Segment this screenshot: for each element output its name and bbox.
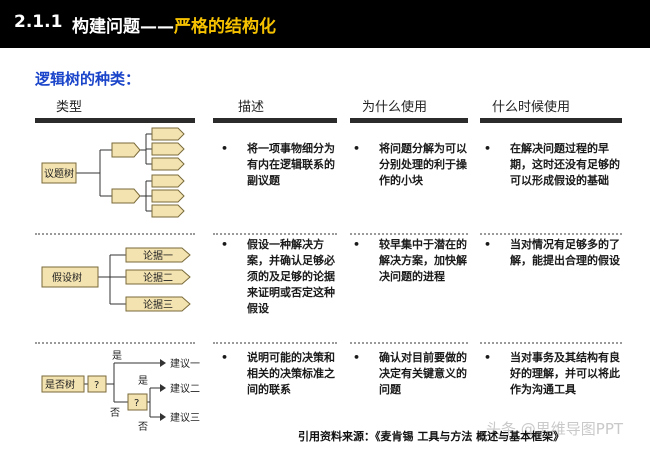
title-part-1: 构建问题—— <box>72 17 174 37</box>
row3-why: • 确认对目前要做的决定有关键意义的问题 <box>353 350 469 398</box>
outcome-label-3: 建议三 <box>170 411 200 424</box>
row-divider <box>350 342 468 344</box>
issue-tree-label: 议题树 <box>44 167 74 180</box>
outcome-label-2: 建议二 <box>170 382 200 395</box>
decision-mark: ? <box>94 380 99 391</box>
watermark: 头条 @思维导图PPT <box>486 420 624 438</box>
row2-description: • 假设一种解决方案，并确认足够必须的及足够的论据来证明或否定这种假设 <box>221 237 335 317</box>
when-text: 当对情况有足够多的了解，能提出合理的假设 <box>510 238 620 267</box>
yesno-root-box <box>41 375 85 393</box>
when-text: 在解决问题过程的早期，这时还没有足够的可以形成假设的基础 <box>510 142 620 187</box>
row-divider <box>480 233 622 235</box>
column-header-type: 类型 <box>56 100 83 115</box>
column-header-description: 描述 <box>238 100 265 115</box>
subtitle: 逻辑树的种类： <box>35 70 141 88</box>
issue-leaf <box>151 157 185 171</box>
evidence-box <box>125 269 191 285</box>
why-text: 将问题分解为可以分别处理的利于操作的小块 <box>379 142 467 187</box>
description-text: 说明可能的决策和相关的决策标准之间的联系 <box>247 351 335 396</box>
bullet: • <box>353 238 361 251</box>
bullet: • <box>221 142 229 155</box>
issue-leaf <box>151 142 185 156</box>
header-rule-3 <box>350 118 468 123</box>
issue-leaf <box>151 127 185 141</box>
yes-label: 是 <box>112 350 122 362</box>
decision-mark: ? <box>134 398 139 409</box>
bullet: • <box>484 238 492 251</box>
title-part-2: 严格的结构化 <box>174 17 276 37</box>
row-divider <box>213 233 337 235</box>
issue-leaf <box>151 189 185 203</box>
bullet: • <box>221 351 229 364</box>
section-number: 2.1.1 <box>14 12 63 32</box>
evidence-label-1: 论据一 <box>143 249 173 262</box>
header-rule-2 <box>213 118 337 123</box>
source-citation: 引用资料来源：《麦肯锡 工具与方法 概述与基本框架》 <box>298 430 565 443</box>
row1-description: • 将一项事物细分为有内在逻辑联系的副议题 <box>221 141 335 189</box>
bullet: • <box>353 351 361 364</box>
page-title: 构建问题——严格的结构化 <box>72 12 276 37</box>
bullet: • <box>353 142 361 155</box>
evidence-box <box>125 247 191 263</box>
bullet: • <box>484 351 492 364</box>
issue-leaf <box>151 204 185 218</box>
evidence-label-2: 论据二 <box>143 271 173 284</box>
no-label: 否 <box>110 407 120 419</box>
row3-when: • 当对事务及其结构有良好的理解，并可以将此作为沟通工具 <box>484 350 622 398</box>
row-divider <box>480 342 622 344</box>
row-divider <box>35 233 195 235</box>
evidence-label-3: 论据三 <box>143 298 173 311</box>
row3-description: • 说明可能的决策和相关的决策标准之间的联系 <box>221 350 335 398</box>
evidence-box <box>125 296 191 312</box>
row1-when: • 在解决问题过程的早期，这时还没有足够的可以形成假设的基础 <box>484 141 622 189</box>
yesno-tree-label: 是否树 <box>45 378 75 391</box>
outcome-label-1: 建议一 <box>170 357 200 370</box>
row2-why: • 较早集中于潜在的解决方案，加快解决问题的进程 <box>353 237 469 285</box>
bullet: • <box>484 142 492 155</box>
why-text: 较早集中于潜在的解决方案，加快解决问题的进程 <box>379 238 467 283</box>
row-divider <box>213 342 337 344</box>
issue-leaf <box>151 174 185 188</box>
row-divider <box>350 233 468 235</box>
row1-why: • 将问题分解为可以分别处理的利于操作的小块 <box>353 141 469 189</box>
title-bar: 2.1.1 构建问题——严格的结构化 <box>0 0 650 48</box>
description-text: 假设一种解决方案，并确认足够必须的及足够的论据来证明或否定这种假设 <box>247 238 335 315</box>
why-text: 确认对目前要做的决定有关键意义的问题 <box>379 351 467 396</box>
when-text: 当对事务及其结构有良好的理解，并可以将此作为沟通工具 <box>510 351 620 396</box>
issue-subnode <box>111 142 141 158</box>
column-header-when: 什么时候使用 <box>492 100 571 115</box>
hypothesis-root-box <box>41 266 99 288</box>
row2-when: • 当对情况有足够多的了解，能提出合理的假设 <box>484 237 622 269</box>
decision-box <box>87 375 107 393</box>
header-rule-4 <box>480 118 622 123</box>
bullet: • <box>221 238 229 251</box>
description-text: 将一项事物细分为有内在逻辑联系的副议题 <box>247 142 335 187</box>
column-header-why: 为什么使用 <box>362 100 428 115</box>
decision-box <box>127 393 148 411</box>
yes-label: 是 <box>138 375 148 387</box>
hypothesis-tree-label: 假设树 <box>52 271 82 284</box>
no-label: 否 <box>138 421 148 433</box>
issue-subnode <box>111 188 141 204</box>
header-rule-1 <box>35 118 195 123</box>
issue-tree-root-box <box>41 162 77 184</box>
row-divider <box>35 342 195 344</box>
